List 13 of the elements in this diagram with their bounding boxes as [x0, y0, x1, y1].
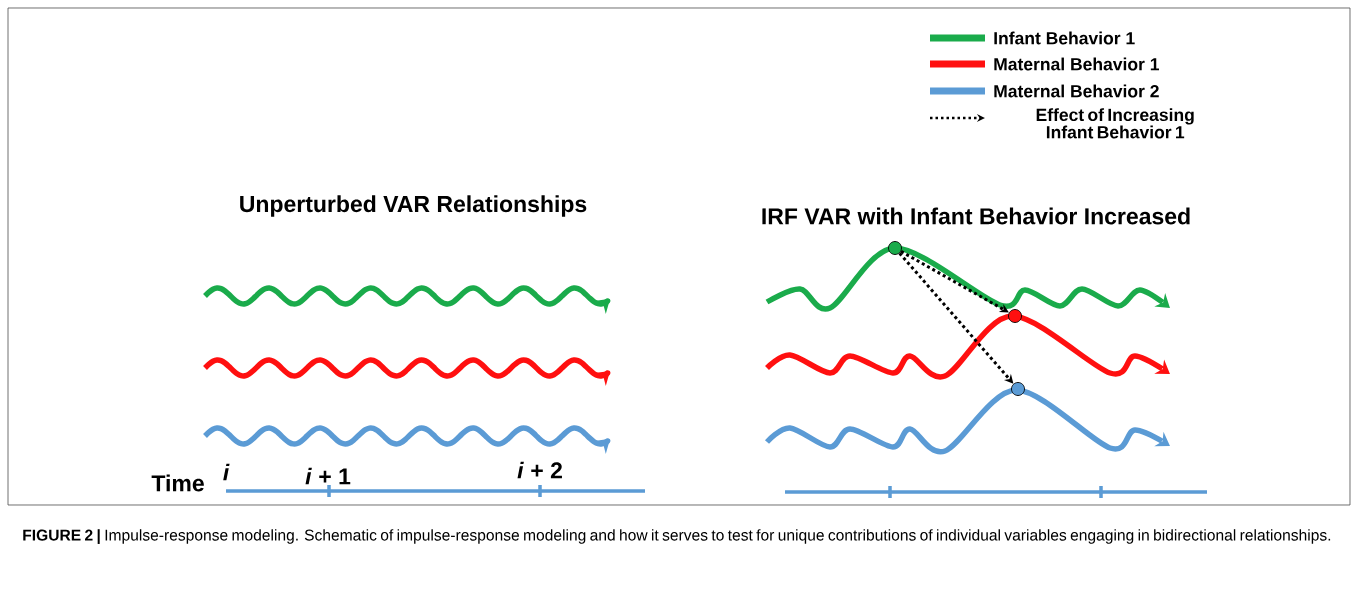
legend-label: Effect of Increasing Infant Behavior 1 — [1036, 108, 1194, 139]
legend-label: Infant Behavior 1 — [994, 31, 1135, 45]
panel-title: IRF VAR with Infant Behavior Increased — [762, 207, 1190, 225]
dotted-arrow — [898, 252, 1014, 384]
tick-label: i + 2 — [517, 461, 562, 479]
tick-label: i + 1 — [305, 467, 351, 485]
dotted-arrow — [900, 250, 1009, 313]
tick-label: i — [223, 463, 230, 481]
axis-label: Time — [151, 474, 204, 492]
legend-label: Maternal Behavior 2 — [994, 84, 1159, 98]
panel-title: Unperturbed VAR Relationships — [240, 195, 587, 217]
legend-label: Maternal Behavior 1 — [994, 57, 1159, 71]
figure-caption: FIGURE 2 | Impulse-response modeling. Schematic of impulse-response modeling and how it serves to test for unique contributions of individual variables engaging in bidirectional relationships. — [23, 529, 1331, 544]
